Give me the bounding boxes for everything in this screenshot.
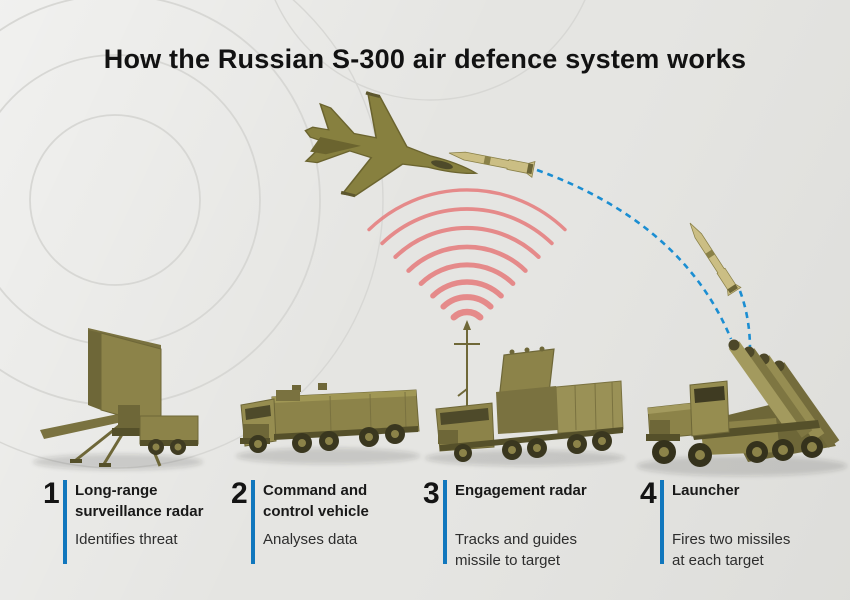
step-number: 4 (640, 477, 657, 510)
step-title: Long-range surveillance radar (75, 482, 204, 520)
second-missile-icon (689, 222, 742, 297)
radar-waves (367, 188, 567, 321)
step-description: Tracks and guides missile to target (455, 531, 578, 569)
page-title: How the Russian S-300 air defence system… (103, 44, 747, 74)
step-number: 2 (231, 477, 248, 510)
surveillance-radar-vehicle-icon (40, 328, 199, 467)
step-item-3: 3 Engagement radar Tracks and guides mis… (423, 478, 605, 571)
step-item-2: 2 Command and control vehicle Analyses d… (231, 478, 388, 564)
interceptor-missile-icon (448, 151, 536, 178)
fighter-jet-icon (304, 91, 479, 198)
launcher-vehicle-icon (646, 339, 840, 467)
step-number: 1 (43, 477, 60, 510)
step-item-4: 4 Launcher Fires two missiles at each ta… (640, 478, 804, 571)
step-number: 3 (423, 477, 440, 510)
step-item-1: 1 Long-range surveillance radar Identifi… (43, 478, 225, 564)
step-description: Fires two missiles at each target (672, 531, 791, 569)
command-vehicle-icon (240, 383, 420, 453)
step-title: Engagement radar (455, 482, 587, 499)
step-title: Launcher (672, 482, 740, 499)
step-description: Analyses data (263, 531, 358, 548)
ground-shadows (33, 448, 847, 476)
step-title: Command and control vehicle (263, 482, 369, 520)
step-accent-bar (660, 480, 664, 564)
step-accent-bar (443, 480, 447, 564)
step-description: Identifies threat (75, 531, 178, 548)
step-accent-bar (251, 480, 255, 564)
engagement-radar-vehicle-icon (435, 346, 624, 462)
step-accent-bar (63, 480, 67, 564)
missile-trajectory-dashes (536, 168, 752, 350)
